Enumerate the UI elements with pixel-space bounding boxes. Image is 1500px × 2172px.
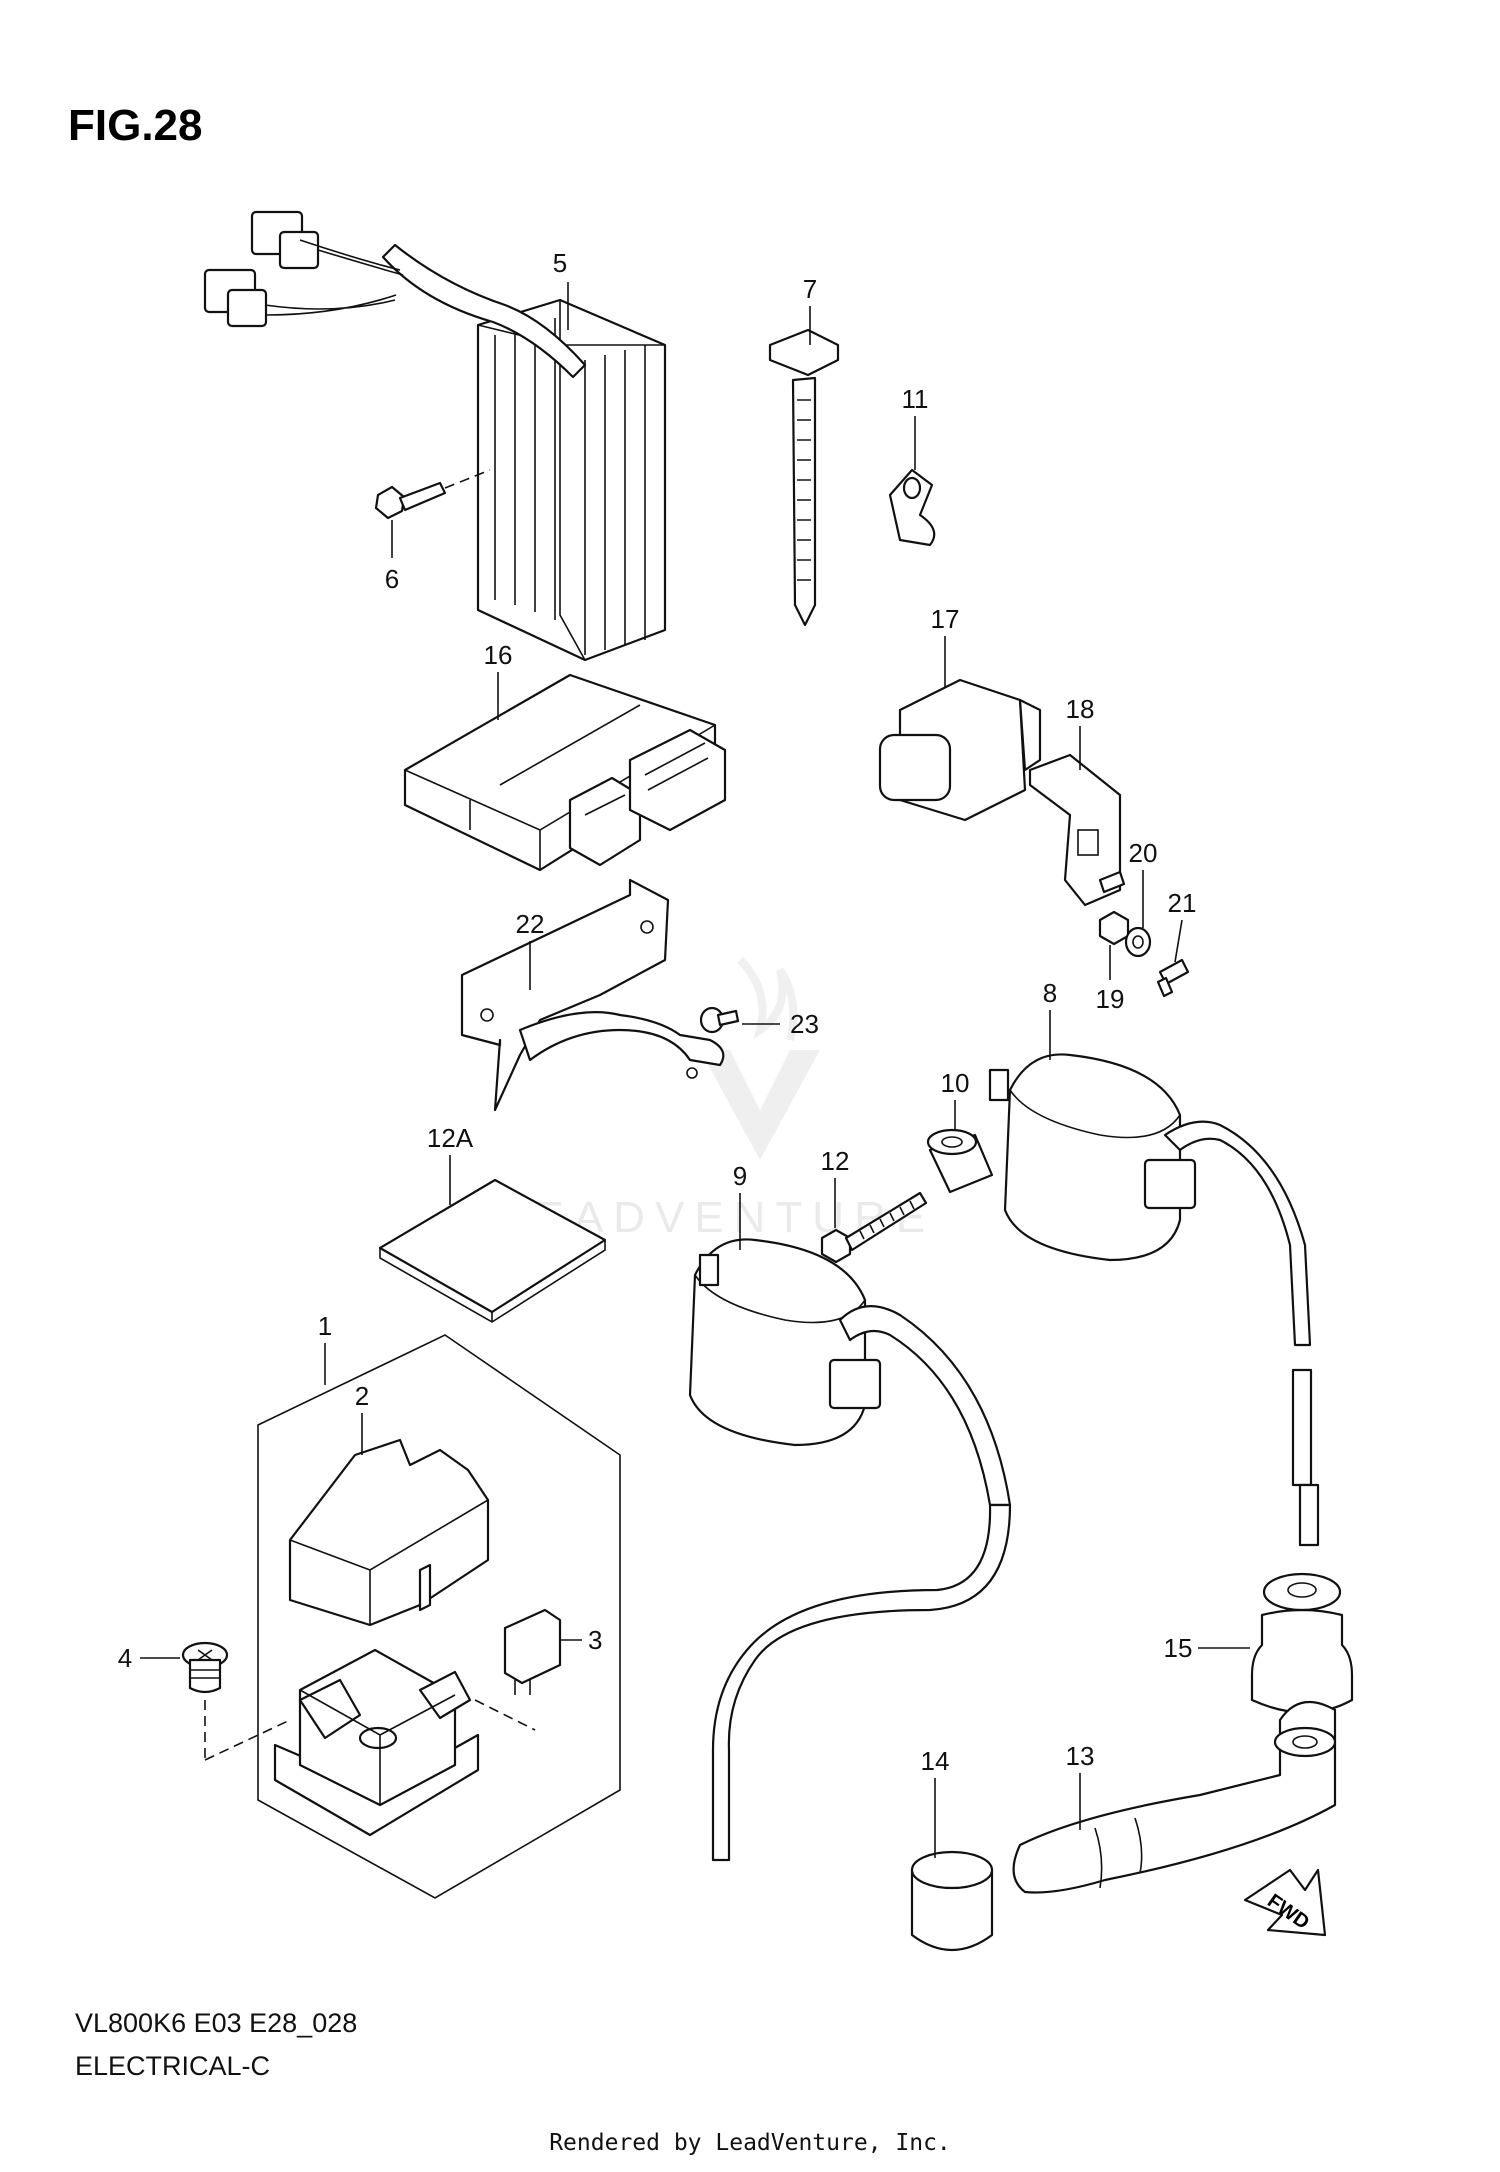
callout-3: 3 [474,1625,602,1731]
svg-text:7: 7 [803,274,817,304]
svg-text:12A: 12A [427,1123,474,1153]
washer-20[interactable] [1124,926,1152,958]
rendered-by-credit: Rendered by LeadVenture, Inc. [549,2130,951,2156]
bolt-6[interactable] [374,469,491,520]
spacer-19[interactable] [1098,910,1130,946]
fuse-box-cover-2[interactable] [288,1438,490,1627]
svg-text:5: 5 [553,248,567,278]
svg-text:20: 20 [1129,838,1158,868]
callout-14: 14 [921,1746,950,1858]
svg-text:21: 21 [1168,888,1197,918]
bolt-21[interactable] [1156,958,1190,998]
svg-text:6: 6 [385,564,399,594]
ecm-unit-16[interactable] [403,673,727,872]
callout-11: 11 [902,384,929,470]
callout-12A: 12A [427,1123,474,1205]
callout-12: 12 [821,1146,850,1228]
regulator-rectifier[interactable] [203,210,667,662]
svg-text:11: 11 [902,384,929,414]
ignition-coil-9[interactable] [688,1238,1012,1862]
svg-text:12: 12 [821,1146,850,1176]
callout-21: 21 [1168,888,1197,963]
callout-4: 4 [118,1643,180,1673]
callout-18: 18 [1066,694,1095,770]
pad-12A[interactable] [378,1178,607,1323]
callout-16: 16 [484,640,513,720]
svg-text:2: 2 [355,1381,369,1411]
callout-9: 9 [733,1161,747,1250]
callout-15: 15 [1164,1633,1250,1663]
screw-23[interactable] [699,1006,740,1034]
svg-text:3: 3 [588,1625,602,1655]
ecm-bracket-22[interactable] [460,878,725,1112]
callout-2: 2 [355,1381,369,1455]
ignition-coil-8[interactable] [988,1053,1320,1547]
callout-1: 1 [318,1311,332,1385]
fuse-box-base[interactable] [273,1648,480,1837]
callout-23: 23 [742,1009,819,1039]
svg-text:13: 13 [1066,1741,1095,1771]
plug-cap-13[interactable] [1012,1700,1337,1894]
boot-15[interactable] [1250,1572,1354,1714]
callout-19: 19 [1096,945,1125,1014]
svg-text:15: 15 [1164,1633,1193,1663]
fuse-3[interactable] [503,1608,562,1695]
callout-22: 22 [516,909,545,990]
svg-text:14: 14 [921,1746,950,1776]
callout-10: 10 [941,1068,970,1130]
svg-text:17: 17 [931,604,960,634]
callout-8: 8 [1043,978,1057,1060]
bracket-18[interactable] [1028,753,1126,907]
cover-14[interactable] [910,1850,994,1952]
svg-text:16: 16 [484,640,513,670]
bolt-12[interactable] [820,1191,928,1264]
callout-20: 20 [1129,838,1158,928]
clamp-11[interactable] [888,468,936,547]
fwd-direction-arrow: FWD [1243,1868,1327,1937]
fuse-box-assembly-frame [257,1334,621,1899]
callout-5: 5 [553,248,569,330]
section-name: ELECTRICAL-C [75,2051,270,2081]
svg-text:4: 4 [118,1643,132,1673]
svg-text:9: 9 [733,1161,747,1191]
spacer-10[interactable] [926,1128,994,1194]
screw-4[interactable] [181,1641,291,1761]
callout-6: 6 [385,520,399,594]
svg-text:22: 22 [516,909,545,939]
svg-text:23: 23 [790,1009,819,1039]
cable-tie[interactable] [768,328,840,627]
svg-text:1: 1 [318,1311,332,1341]
callout-17: 17 [931,604,960,688]
callout-7: 7 [803,274,817,345]
model-code: VL800K6 E03 E28_028 [75,2008,357,2038]
svg-text:19: 19 [1096,984,1125,1014]
svg-text:8: 8 [1043,978,1057,1008]
callout-13: 13 [1066,1741,1095,1830]
figure-title: FIG.28 [68,101,203,150]
svg-text:10: 10 [941,1068,970,1098]
sensor-17[interactable] [878,678,1042,822]
svg-text:18: 18 [1066,694,1095,724]
